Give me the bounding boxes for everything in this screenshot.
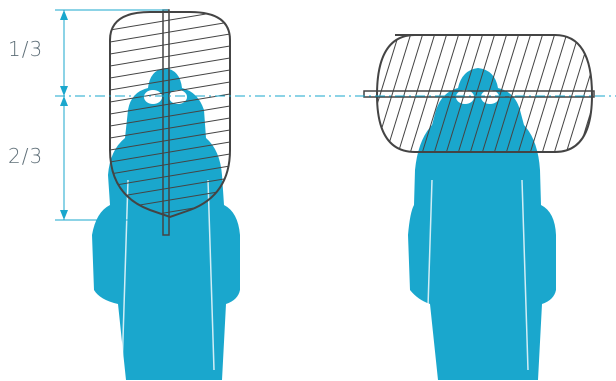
left-person-figure bbox=[92, 68, 240, 380]
arrow-bottom-icon bbox=[60, 210, 68, 220]
left-mesh-cage bbox=[109, 9, 231, 236]
upper-fraction-label: 1/3 bbox=[8, 37, 43, 61]
dimension-arrows bbox=[60, 10, 68, 220]
arrow-top-icon bbox=[60, 10, 68, 20]
left-eye-right-icon bbox=[169, 90, 187, 104]
right-center-rod bbox=[363, 90, 595, 98]
lower-fraction-label: 2/3 bbox=[8, 144, 43, 168]
right-body-silhouette bbox=[408, 68, 556, 380]
arrow-middle-up-icon bbox=[60, 86, 68, 96]
left-mesh-outline bbox=[109, 11, 231, 219]
right-shoulder-highlight bbox=[425, 179, 433, 371]
right-mesh-outline bbox=[375, 34, 594, 153]
right-shoulder-highlight-right bbox=[521, 179, 529, 371]
left-shoulder-highlight-right bbox=[207, 179, 215, 371]
left-eye-left-icon bbox=[144, 90, 162, 104]
dimension-lines bbox=[55, 9, 616, 221]
left-shoulder-highlight bbox=[121, 179, 129, 371]
arrow-middle-down-icon bbox=[60, 96, 68, 106]
left-body-silhouette bbox=[92, 68, 240, 380]
